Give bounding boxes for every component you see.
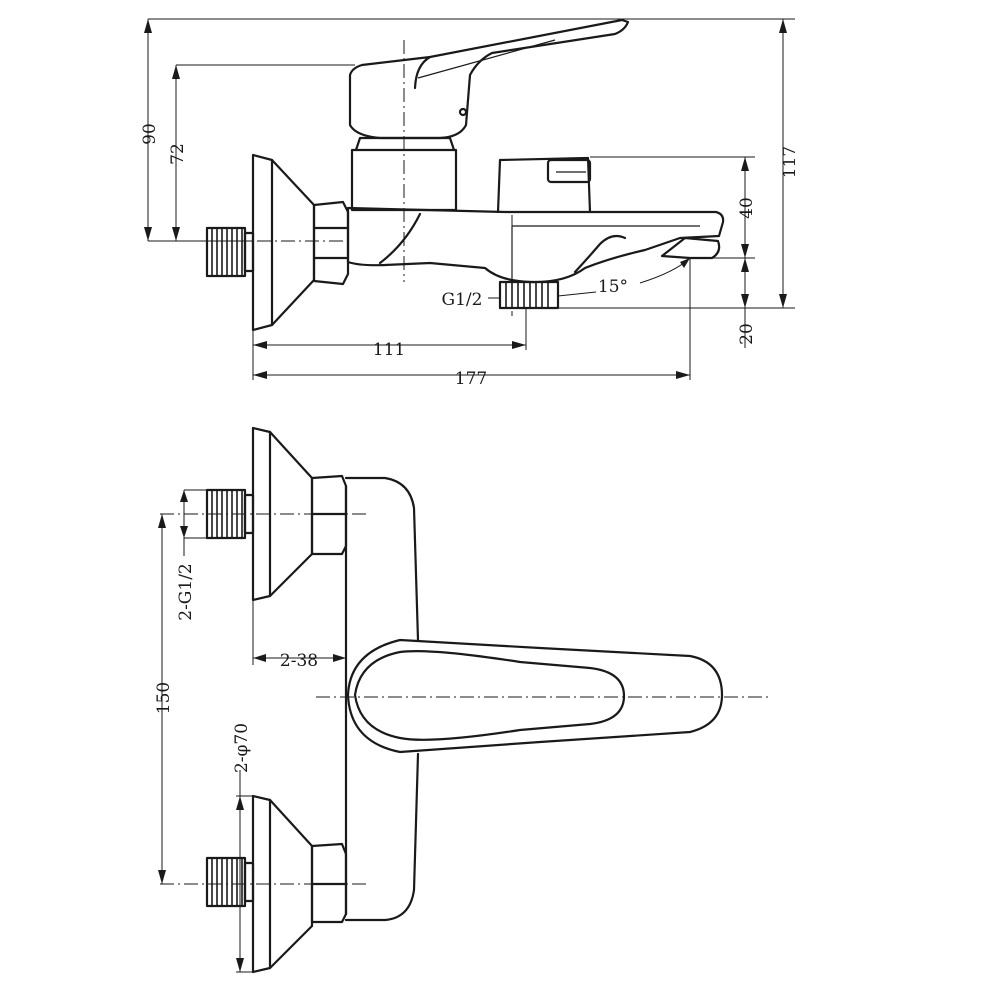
side-body: [346, 206, 725, 284]
outlet-thread-label: G1/2: [442, 290, 483, 310]
dim-111-label: 111: [373, 340, 405, 360]
dim-90-label: 90: [140, 123, 160, 145]
side-inlet-thread: [205, 226, 255, 278]
dim-90: 90: [140, 18, 620, 242]
dim-spacing-150: 150: [154, 514, 174, 884]
dim-40-label: 40: [737, 197, 757, 219]
angle-15: 15°: [557, 257, 691, 297]
dim-117: 117: [558, 18, 800, 309]
dim-inlet-thread-label: 2-G1/2: [176, 563, 196, 621]
dim-spacing-150-label: 150: [154, 682, 174, 714]
outlet-thread-callout: G1/2: [442, 290, 500, 310]
dim-177: 177: [253, 258, 691, 389]
side-wall-flange: [251, 153, 316, 332]
dim-eccentric-38-label: 2-38: [280, 651, 318, 671]
dim-flange-70: 2-φ70: [232, 723, 253, 973]
dim-flange-70-label: 2-φ70: [232, 723, 252, 773]
dim-117-label: 117: [780, 146, 800, 178]
dim-72-label: 72: [168, 143, 188, 165]
side-view: 90 72 117 40: [140, 18, 800, 389]
side-lever: [348, 18, 630, 140]
side-hex-nut: [312, 200, 350, 286]
angle-15-label: 15°: [598, 277, 628, 297]
dim-111: 111: [252, 308, 527, 380]
front-upper-nut: [310, 474, 348, 556]
side-outlet-thread: [498, 280, 560, 310]
side-diverter: [496, 156, 592, 214]
dim-177-label: 177: [455, 369, 487, 389]
dim-inlet-thread: 2-G1/2: [176, 489, 207, 621]
dim-20-label: 20: [737, 323, 757, 345]
dim-72: 72: [168, 64, 355, 241]
dim-20: 20: [737, 258, 757, 348]
front-view: 2-G1/2 2-38 150 2-φ70: [154, 426, 770, 974]
front-lever: [346, 638, 724, 754]
dim-40: 40: [590, 156, 757, 259]
front-body: [344, 476, 420, 922]
front-lower-nut: [310, 842, 348, 924]
front-lower-thread: [205, 856, 255, 908]
dim-eccentric-38: 2-38: [252, 600, 347, 671]
